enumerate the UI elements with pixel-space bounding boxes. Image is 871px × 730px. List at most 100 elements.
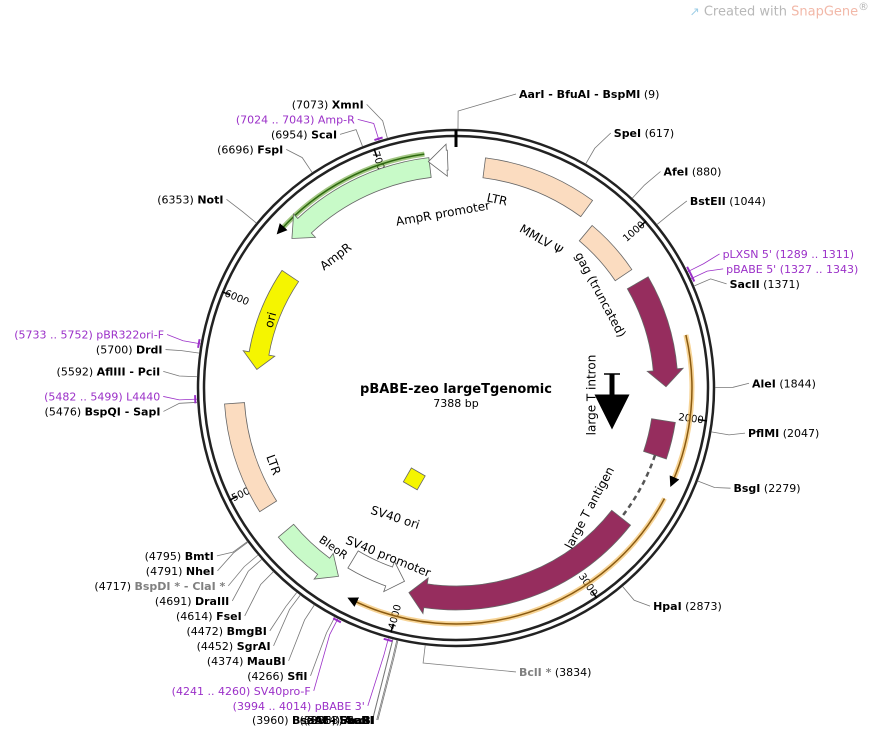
primer-label-pbabe-3-4004: (3994 .. 4014) pBABE 3' xyxy=(233,700,365,713)
tick-mark-2000 xyxy=(697,418,707,422)
feature-gag-truncated-2 xyxy=(626,276,685,388)
site-label-ecori-3965: (3965) EcoRI xyxy=(299,714,373,727)
feature-label-ampr: AmpR xyxy=(317,240,354,273)
site-leader-fspi-6696 xyxy=(286,148,313,173)
feature-ltr-8 xyxy=(224,402,278,513)
site-leader-bspqi-sapi-5476 xyxy=(163,401,198,412)
snapgene-watermark: ↗ Created with SnapGene® xyxy=(690,0,869,19)
site-label-draiii-4691: (4691) DraIII xyxy=(155,595,229,608)
primer-label-plxsn-5-1300: pLXSN 5' (1289 .. 1311) xyxy=(723,248,854,261)
primer-leader-plxsn-5-1300 xyxy=(687,253,720,273)
site-label-aari-bfuai-bspmi-9: AarI - BfuAI - BspMI (9) xyxy=(519,88,659,101)
feature-label-ltr: LTR xyxy=(486,191,509,209)
site-leader-drdi-5700 xyxy=(165,349,200,354)
site-leader-sgrai-4452 xyxy=(273,594,301,647)
site-leader-fsei-4614 xyxy=(244,571,274,617)
watermark-registered: ® xyxy=(858,0,869,13)
site-label-acci-3984: (3984) AccI xyxy=(304,714,370,727)
primer-mark-pbabe-5 xyxy=(690,273,696,282)
site-leader-bsteii-1044 xyxy=(656,200,688,225)
site-label-scai-6954: (6954) ScaI xyxy=(271,128,337,141)
feature-large-t-intron xyxy=(620,454,657,519)
site-leader-draiii-4691 xyxy=(231,559,263,602)
feature-ampr-promoter-11 xyxy=(427,143,449,178)
feature-label-ori: ori xyxy=(262,311,280,330)
site-label-spei-617: SpeI (617) xyxy=(614,127,674,140)
orf-line-0 xyxy=(669,334,693,488)
site-label-bmti-4795: (4795) BmtI xyxy=(145,550,214,563)
primer-mark-pbabe-3 xyxy=(383,637,393,643)
site-leader-bmti-4795 xyxy=(216,541,248,557)
feature-ltr-0 xyxy=(482,157,594,218)
feature-large-t-antigen-4 xyxy=(408,509,632,615)
feature-ori-9 xyxy=(242,269,300,371)
site-leader-scai-6954 xyxy=(339,129,363,147)
primer-leader-pbr322ori-f-5743 xyxy=(166,334,201,345)
site-leader-bsaai-snabi-3960 xyxy=(377,640,399,721)
site-leader-bmgbi-4472 xyxy=(269,592,298,632)
site-leader-hpai-2873 xyxy=(622,586,651,607)
site-leader-bsgi-2279 xyxy=(697,480,731,489)
site-label-bspqi-sapi-5476: (5476) BspQI - SapI xyxy=(45,405,161,418)
site-label-xmni-7073: (7073) XmnI xyxy=(292,98,364,111)
site-label-bsgi-2279: BsgI (2279) xyxy=(734,482,801,495)
watermark-prefix: Created with xyxy=(703,4,792,20)
tick-mark-4000 xyxy=(390,623,394,633)
primer-leader-sv40pro-f-4251 xyxy=(313,618,339,692)
feature-ampr-10 xyxy=(291,157,432,239)
feature-large-t-antigen-3 xyxy=(643,418,676,460)
plasmid-name: pBABE-zeo largeTgenomic xyxy=(360,382,552,397)
feature-label-sv40ori: SV40 ori xyxy=(369,503,421,532)
tick-mark-6000 xyxy=(221,291,231,296)
site-leader-nhei-4791 xyxy=(217,541,249,572)
feature-sv40-ori xyxy=(402,467,426,491)
watermark-brand: SnapGene xyxy=(791,4,859,20)
site-leader-afliii-pcii-5592 xyxy=(163,371,198,378)
site-label-sgrai-4452: (4452) SgrAI xyxy=(197,640,271,653)
tick-mark-3000 xyxy=(591,590,598,599)
site-label-bsaai-snabi-3960: (3960) BsaAI - SnaBI xyxy=(252,714,375,727)
site-label-bspdi-clai-4717: (4717) BspDI * - ClaI * xyxy=(94,580,225,593)
tick-mark-5000 xyxy=(228,495,238,502)
restriction-sites: AarI - BfuAI - BspMI (9) SpeI (617) AfeI (… xyxy=(45,88,820,727)
site-leader-afei-880 xyxy=(631,171,661,199)
primer-label-pbr322ori-f-5743: (5733 .. 5752) pBR322ori-F xyxy=(14,329,164,342)
site-label-fsei-4614: (4614) FseI xyxy=(176,610,242,623)
site-label-maubi-4374: (4374) MauBI xyxy=(207,655,286,668)
site-label-nhei-4791: (4791) NheI xyxy=(146,565,215,578)
site-label-bcli-3834: BclI * (3834) xyxy=(519,666,591,679)
site-label-pflmi-2047: PflMI (2047) xyxy=(748,427,819,440)
tick-label-1000: 1000 xyxy=(621,220,647,245)
site-leader-aari-bfuai-bspmi-9 xyxy=(457,93,517,130)
site-label-fspi-6696: (6696) FspI xyxy=(217,143,283,156)
orf-arcs xyxy=(276,151,695,627)
primer-label-amp-r-7034: (7024 .. 7043) Amp-R xyxy=(236,113,355,126)
site-label-afliii-pcii-5592: (5592) AflIII - PciI xyxy=(57,365,161,378)
tick-mark-7000 xyxy=(373,148,378,158)
feature-label-psi: MMLV Ψ xyxy=(517,222,565,258)
site-leader-pflmi-2047 xyxy=(711,431,746,436)
primer-mark-pbr322ori-f xyxy=(197,339,201,348)
feature-label-intron: large T intron xyxy=(585,355,599,436)
site-label-alei-1844: AleI (1844) xyxy=(752,377,816,390)
primer-label-pbabe-5-1335: pBABE 5' (1327 .. 1343) xyxy=(726,263,858,276)
site-label-bmgbi-4472: (4472) BmgBI xyxy=(187,625,267,638)
primer-leader-pbabe-3-4004 xyxy=(367,637,389,707)
snapgene-logo-icon: ↗ xyxy=(689,4,700,19)
site-leader-noti-6353 xyxy=(226,198,257,224)
tick-label-6000: 6000 xyxy=(223,288,251,308)
primer-mark-amp-r xyxy=(374,136,383,142)
feature-bleor-7 xyxy=(277,523,339,580)
site-leader-sacii-1371 xyxy=(693,278,727,287)
site-leader-maubi-4374 xyxy=(288,604,315,662)
primer-sites: pLXSN 5' (1289 .. 1311) pBABE 5' (1327 ..… xyxy=(14,113,858,713)
orf-line-1 xyxy=(347,498,666,625)
feature-label-ampprom: AmpR promoter xyxy=(395,198,491,228)
site-label-noti-6353: (6353) NotI xyxy=(157,193,223,206)
backbone-rings xyxy=(196,128,716,648)
site-label-afei-880: AfeI (880) xyxy=(663,165,721,178)
site-label-sali-3983: (3983) SalI xyxy=(306,714,369,727)
site-leader-spei-617 xyxy=(585,132,612,165)
feature-arrows xyxy=(224,143,685,615)
